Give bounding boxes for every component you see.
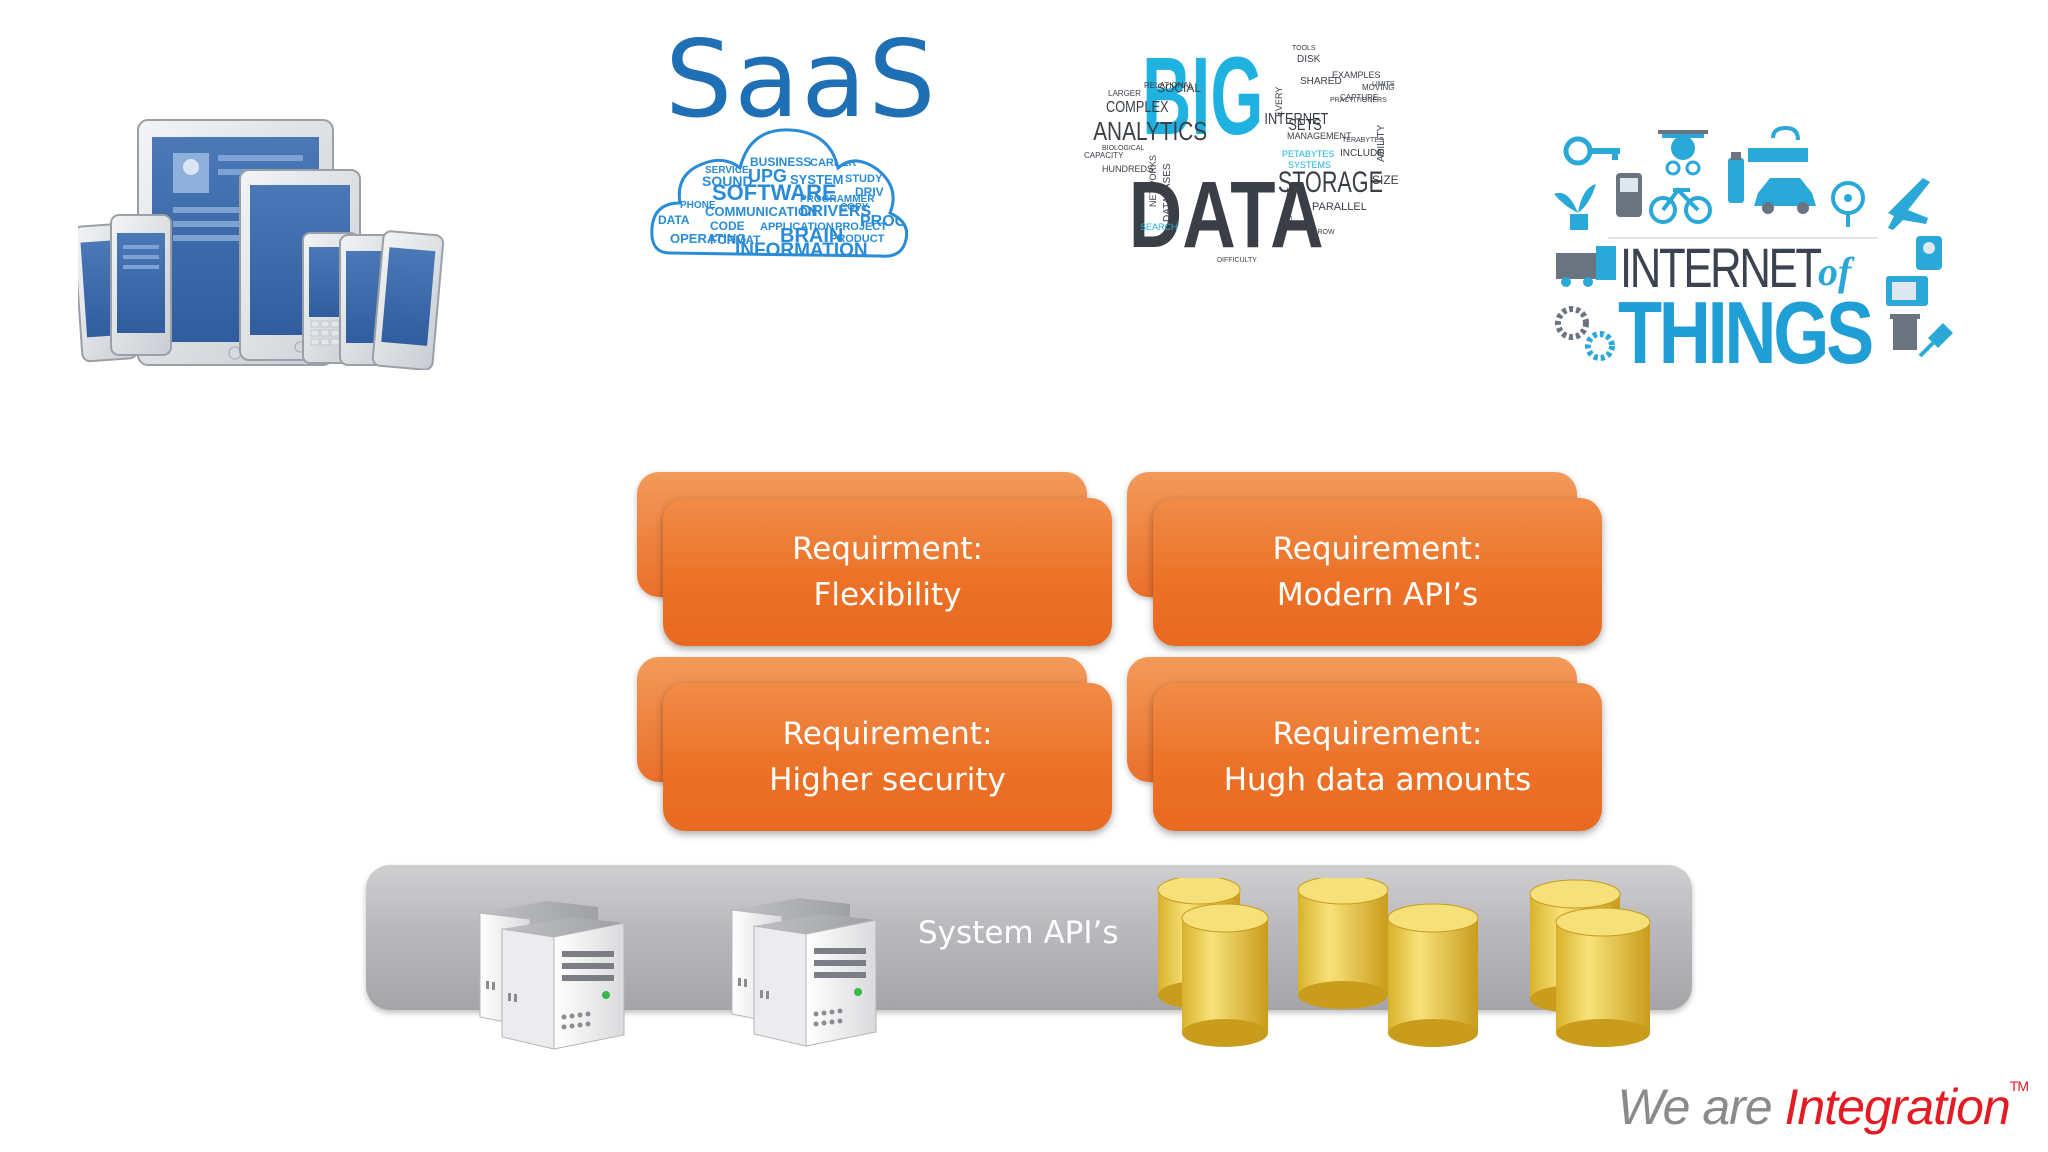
server-icon bbox=[479, 901, 625, 1050]
cloud-word: EXAMPLES bbox=[1332, 70, 1381, 80]
iot-icons-illustration bbox=[1554, 125, 1953, 361]
cloud-word: DRIVERS bbox=[800, 203, 871, 220]
requirement-value: Flexibility bbox=[813, 577, 962, 613]
data-word: DATA bbox=[1129, 162, 1324, 267]
big-data-word-cloud: BIG DATA ANALYTICS COMPLEX INTERNET STOR… bbox=[1084, 35, 1399, 267]
iot-things-word: THINGS bbox=[1618, 283, 1874, 382]
cloud-word: SEARCH bbox=[1140, 222, 1178, 232]
cloud-word: SOCIAL bbox=[1157, 81, 1201, 95]
cloud-word: PROGRAMMER bbox=[800, 194, 875, 205]
brand-we-are: We are bbox=[1617, 1079, 1785, 1135]
cloud-word: INTERNET bbox=[1264, 111, 1328, 129]
saas-cloud-icon: SOUND BUSINESS CAREER SYSTEM SOFTWARE CO… bbox=[650, 128, 909, 261]
cloud-word: SYSTEM bbox=[790, 172, 843, 187]
cloud-word: BRAIN bbox=[780, 225, 843, 247]
database-cylinders bbox=[1157, 878, 1651, 1047]
cloud-word: MANAGEMENT bbox=[1287, 131, 1352, 141]
cloud-word: HUNDREDS bbox=[1102, 164, 1153, 174]
cloud-word: DATABASES bbox=[1162, 163, 1173, 222]
requirement-hugh-data-amounts: Requirement: Hugh data amounts bbox=[1127, 657, 1602, 831]
cloud-word: NETWORKS bbox=[1148, 155, 1158, 207]
requirement-box: Requirment: Flexibility bbox=[663, 498, 1112, 646]
cloud-word: TERABYTES bbox=[1342, 137, 1384, 144]
requirement-flexibility: Requirment: Flexibility bbox=[637, 472, 1112, 646]
cloud-word: LARGER bbox=[1108, 89, 1141, 98]
cloud-word: COPY bbox=[840, 202, 869, 213]
requirement-value: Higher security bbox=[769, 762, 1006, 798]
database-icon bbox=[1157, 878, 1269, 1047]
brand-integration: Integration bbox=[1784, 1079, 2011, 1135]
cloud-word: SOFTWARE bbox=[712, 180, 837, 205]
cloud-word: APPLICATION bbox=[760, 221, 834, 233]
cloud-word: CAPTURE bbox=[1340, 93, 1378, 102]
cloud-word: PETABYTES bbox=[1282, 149, 1334, 159]
cloud-word: STORAGE bbox=[1278, 164, 1383, 198]
cloud-word: MOVING bbox=[1362, 83, 1394, 92]
cloud-word: TOOLS bbox=[1292, 45, 1316, 52]
system-api-label: System API’s bbox=[918, 915, 1119, 951]
cloud-word: PRODUCT bbox=[830, 233, 885, 245]
cloud-word: COMPLEX bbox=[1106, 99, 1169, 117]
cloud-word: BUSINESS bbox=[750, 155, 811, 169]
requirement-modern-apis: Requirement: Modern API’s bbox=[1127, 472, 1602, 646]
cloud-word: CAPACITY bbox=[1084, 151, 1124, 160]
database-icon bbox=[1529, 879, 1651, 1047]
cloud-word: PRACTITIONERS bbox=[1330, 97, 1387, 104]
cloud-word: COMMUNICATION bbox=[705, 204, 817, 219]
cloud-word: CODE bbox=[710, 219, 745, 233]
cloud-word: CATALYST bbox=[1287, 187, 1294, 222]
cloud-word: SHARED bbox=[1300, 76, 1342, 87]
cloud-word: DIFFICULTY bbox=[1217, 257, 1257, 264]
cloud-word: RELATIONAL bbox=[1144, 81, 1194, 90]
cloud-word: FORMAT bbox=[710, 233, 761, 247]
cloud-word: PROJECT bbox=[835, 221, 887, 233]
requirement-box: Requirement: Higher security bbox=[663, 683, 1112, 831]
big-word: BIG bbox=[1142, 35, 1263, 158]
cloud-word: SETS bbox=[1288, 117, 1321, 135]
requirement-heading: Requirement: bbox=[782, 716, 993, 752]
mobile-devices-illustration bbox=[78, 119, 445, 370]
cloud-word: SERVICE bbox=[705, 165, 749, 176]
cloud-word: DATA bbox=[658, 213, 690, 227]
cloud-word: PARALLEL bbox=[1312, 201, 1367, 213]
requirement-value: Hugh data amounts bbox=[1223, 762, 1532, 798]
cloud-word: DRIV bbox=[855, 185, 884, 199]
cloud-word: SIZE bbox=[1372, 173, 1399, 187]
cloud-word: BIOLOGICAL bbox=[1102, 145, 1145, 152]
cloud-word: STUDY bbox=[845, 173, 883, 185]
cloud-word: INCLUDE bbox=[1340, 148, 1384, 159]
requirement-higher-security: Requirement: Higher security bbox=[637, 657, 1112, 831]
cloud-word: SYSTEMS bbox=[1288, 160, 1331, 170]
requirement-heading: Requirment: bbox=[792, 531, 983, 567]
server-icon bbox=[731, 898, 877, 1047]
brand-trademark: TM bbox=[2009, 1078, 2029, 1094]
requirement-heading: Requirement: bbox=[1272, 531, 1483, 567]
cloud-word: ABILITY bbox=[1376, 124, 1387, 162]
iot-of-word: of bbox=[1818, 249, 1852, 294]
iot-internet-word: INTERNET bbox=[1620, 236, 1822, 299]
requirement-box: Requirement: Modern API’s bbox=[1153, 498, 1602, 646]
cloud-word: EVERY bbox=[1274, 87, 1284, 117]
cloud-word: OPERATING bbox=[670, 231, 746, 246]
saas-title: SaaS bbox=[665, 18, 938, 141]
cloud-word: LIMITS bbox=[1372, 81, 1395, 88]
database-icon bbox=[1297, 878, 1479, 1047]
cloud-word: PHONE bbox=[680, 200, 716, 211]
cloud-word: SOUND bbox=[702, 173, 753, 189]
cloud-word: PROG bbox=[860, 213, 907, 230]
we-are-integration-brand: We are IntegrationTM bbox=[1617, 1078, 2029, 1136]
cloud-word: UPG bbox=[748, 166, 787, 186]
cloud-word: GROW bbox=[1312, 229, 1335, 236]
requirement-value: Modern API’s bbox=[1276, 577, 1479, 613]
cloud-word: CAREER bbox=[810, 157, 857, 169]
requirement-heading: Requirement: bbox=[1272, 716, 1483, 752]
requirement-box: Requirement: Hugh data amounts bbox=[1153, 683, 1602, 831]
cloud-word: ANALYTICS bbox=[1093, 117, 1207, 146]
cloud-word: DISK bbox=[1297, 54, 1321, 65]
cloud-word: INFORMATION bbox=[735, 240, 868, 261]
